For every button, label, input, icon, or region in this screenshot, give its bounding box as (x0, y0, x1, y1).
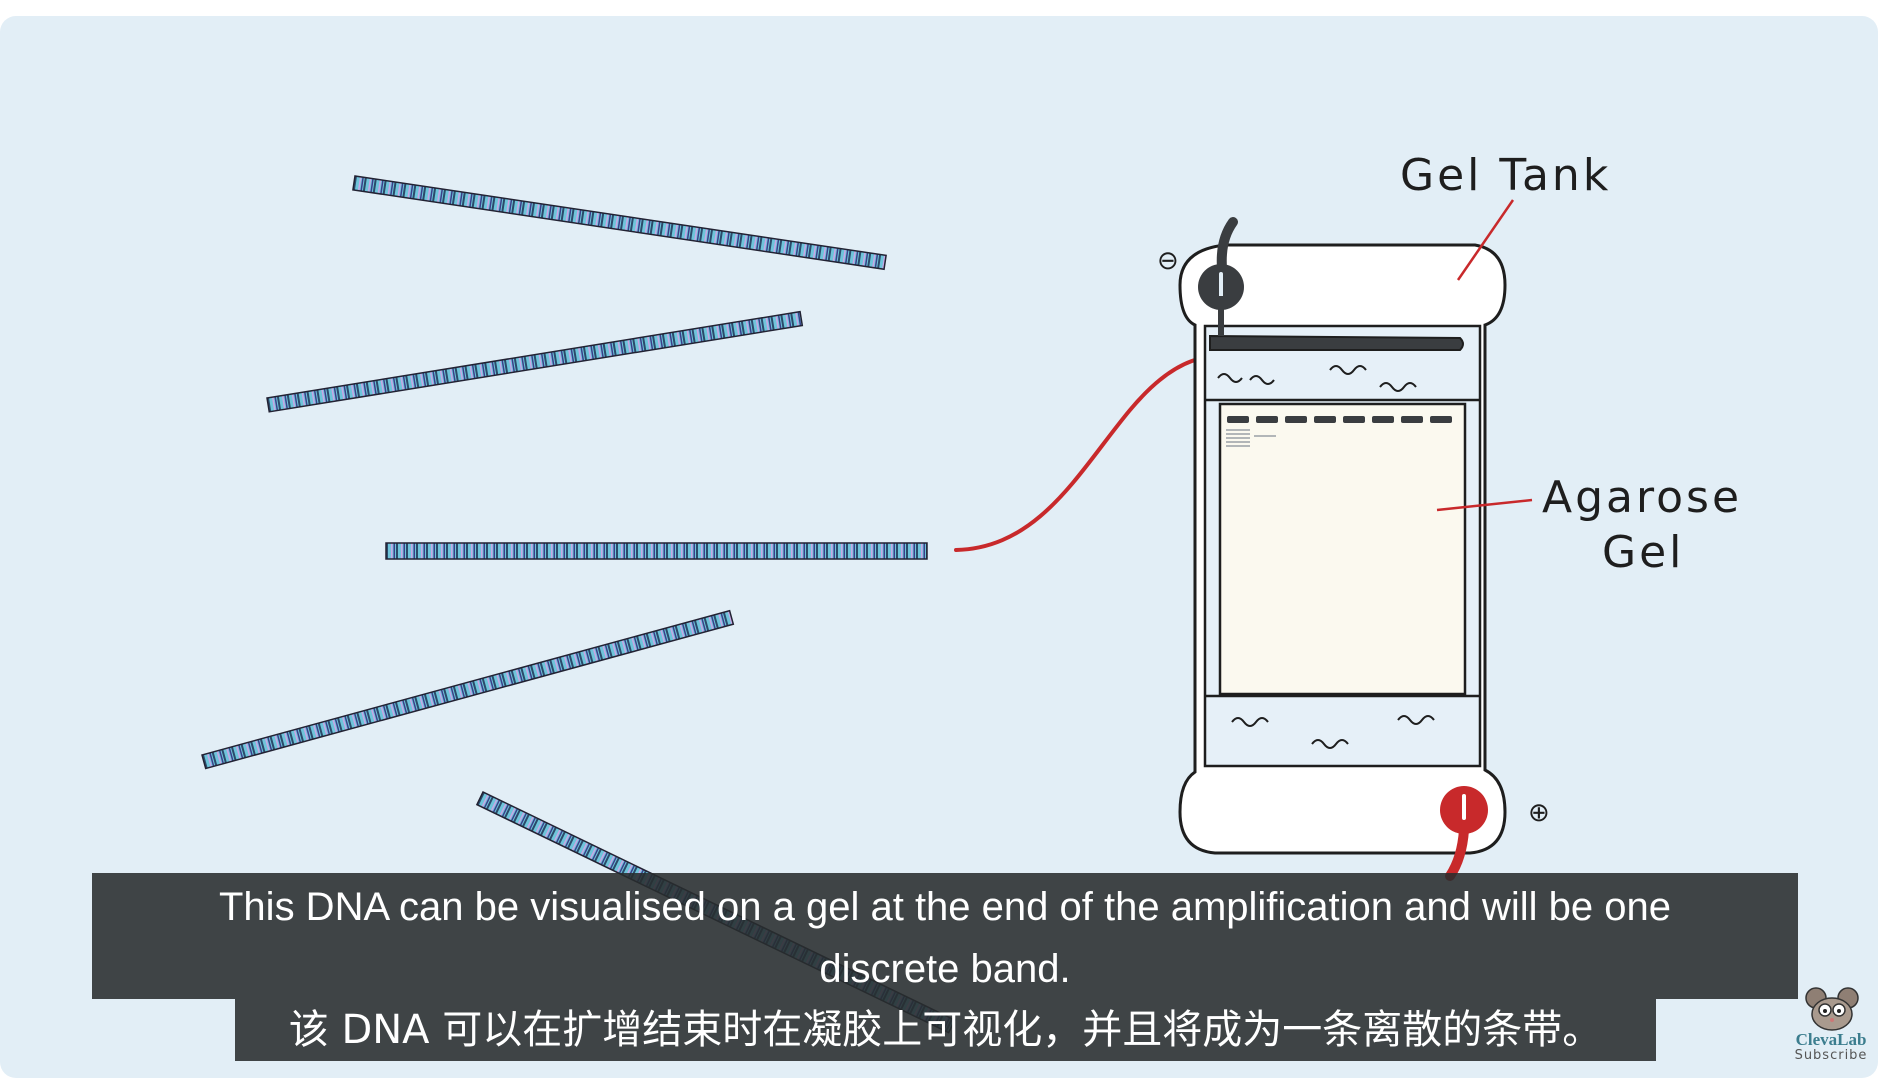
agarose-pointer (1436, 498, 1533, 512)
gel-tank-pointer (1456, 199, 1515, 281)
subtitle-english-line-1: This DNA can be visualised on a gel at t… (219, 885, 1671, 929)
mouse-mascot-icon (1805, 987, 1859, 1031)
agarose-label: Agarose (1542, 472, 1742, 523)
positive-sign: ⊕ (1528, 797, 1550, 827)
logo-name: ClevaLab (1795, 1030, 1867, 1049)
channel-logo[interactable]: ClevaLab Subscribe (1786, 980, 1876, 1063)
gel-label: Gel (1602, 527, 1684, 578)
dna-strand-3 (385, 542, 928, 560)
agarose-gel (1218, 402, 1467, 696)
subscribe-label[interactable]: Subscribe (1794, 1048, 1868, 1063)
dna-strand-1 (352, 175, 887, 271)
negative-sign: ⊖ (1157, 245, 1179, 275)
dna-strand-2 (266, 310, 804, 413)
dna-strand-4 (201, 609, 735, 770)
negative-electrode (1198, 217, 1244, 336)
subtitle-english: This DNA can be visualised on a gel at t… (92, 873, 1798, 999)
gel-wells (1227, 416, 1452, 423)
gel-tank-label: Gel Tank (1400, 150, 1611, 201)
subtitle-english-line-2: discrete band. (819, 947, 1071, 991)
dna-ladder (1226, 429, 1276, 447)
positive-electrode (1440, 786, 1488, 881)
subtitle-chinese: 该 DNA 可以在扩增结束时在凝胶上可视化，并且将成为一条离散的条带。 (235, 999, 1656, 1061)
